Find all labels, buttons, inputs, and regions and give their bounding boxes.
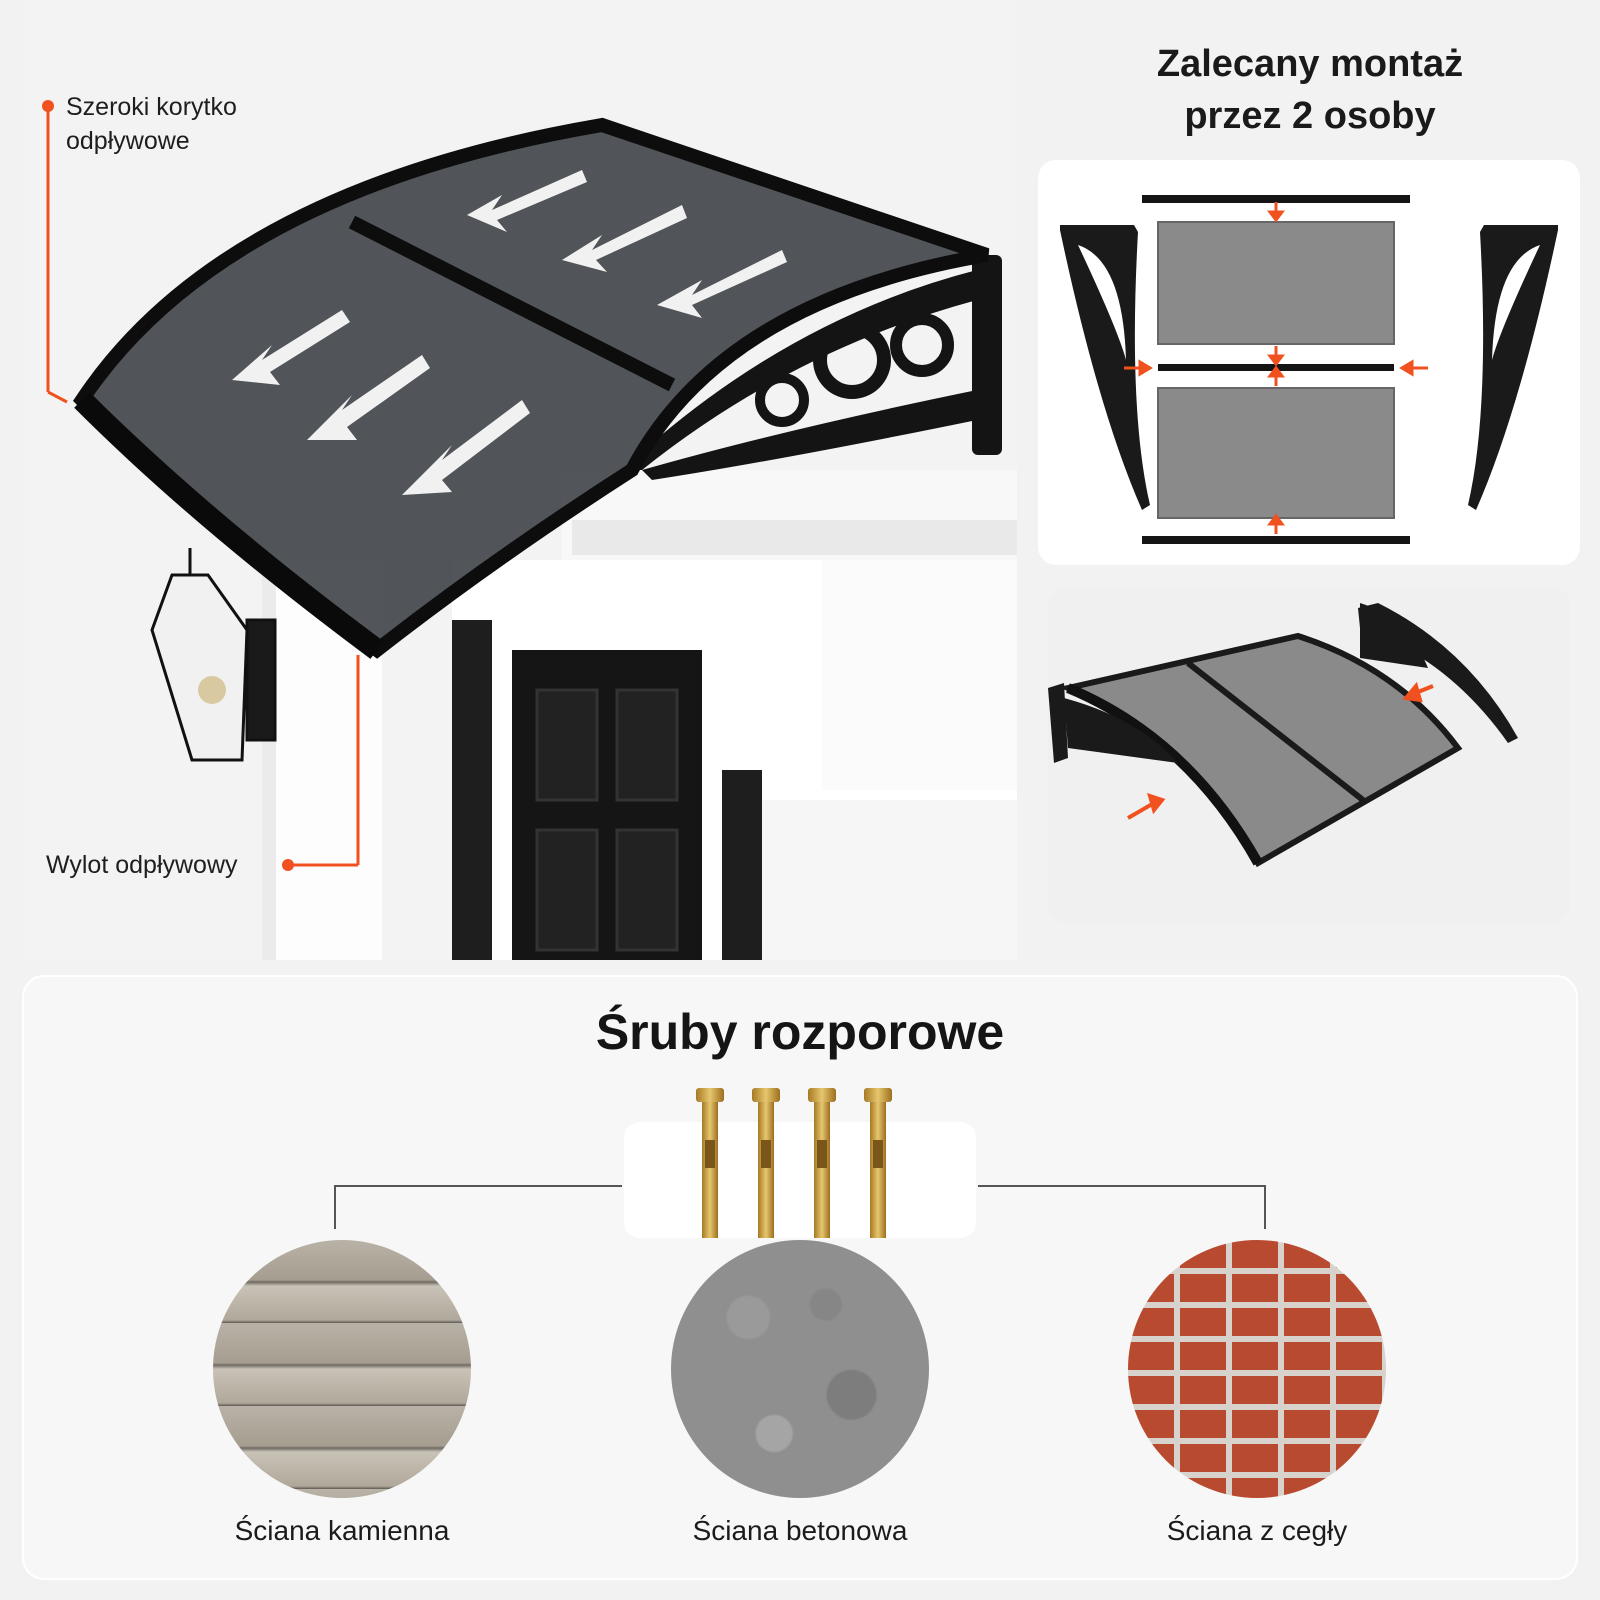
wall-label-brick: Ściana z cegły: [1166, 1515, 1348, 1546]
bolt-1: [696, 1088, 724, 1238]
assembled-arrows: [1127, 681, 1434, 820]
wall-label-concrete: Ściana betonowa: [692, 1515, 908, 1546]
assembly-title-line2: przez 2 osoby: [1184, 95, 1436, 137]
concrete-wall-texture: [671, 1240, 929, 1498]
bolt-2: [752, 1088, 780, 1238]
assembly-title-line1: Zalecany montaż: [1156, 43, 1464, 85]
assembled-diagram: [1048, 603, 1518, 868]
gutter-callout-line2: odpływowe: [66, 127, 190, 155]
connector-right-drop: [1264, 1185, 1266, 1229]
assembly-title: Zalecany montaż przez 2 osoby: [1040, 38, 1580, 142]
assembly-arrows: [1124, 202, 1428, 534]
gutter-callout: Szeroki korytko odpływowe: [66, 90, 237, 158]
exploded-diagram: [1060, 195, 1558, 544]
canopy-illustration: [22, 0, 1017, 960]
connector-left: [334, 1185, 622, 1187]
brick-wall-texture: [1128, 1240, 1386, 1498]
stone-wall-texture: [213, 1240, 471, 1498]
bolts-title: Śruby rozporowe: [595, 1004, 1005, 1060]
wall-label-stone: Ściana kamienna: [234, 1515, 450, 1546]
bolt-3: [808, 1088, 836, 1238]
bolt-4: [864, 1088, 892, 1238]
callout-leaders: [42, 100, 360, 871]
exploded-view-panel: [1038, 160, 1580, 565]
outlet-callout: Wylot odpływowy: [46, 851, 238, 879]
connector-right: [978, 1185, 1266, 1187]
connector-left-drop: [334, 1185, 336, 1229]
gutter-callout-line1: Szeroki korytko: [66, 93, 237, 121]
bolts-box: [624, 1122, 976, 1238]
canopy-panel: [82, 125, 987, 650]
water-flow-arrows: [232, 170, 787, 495]
product-photo: [22, 0, 1017, 960]
lantern-icon: [150, 548, 277, 762]
canopy-bracket: [622, 255, 1002, 480]
assembled-view-panel: [1048, 588, 1570, 923]
expansion-bolts-icon: [696, 1088, 892, 1238]
